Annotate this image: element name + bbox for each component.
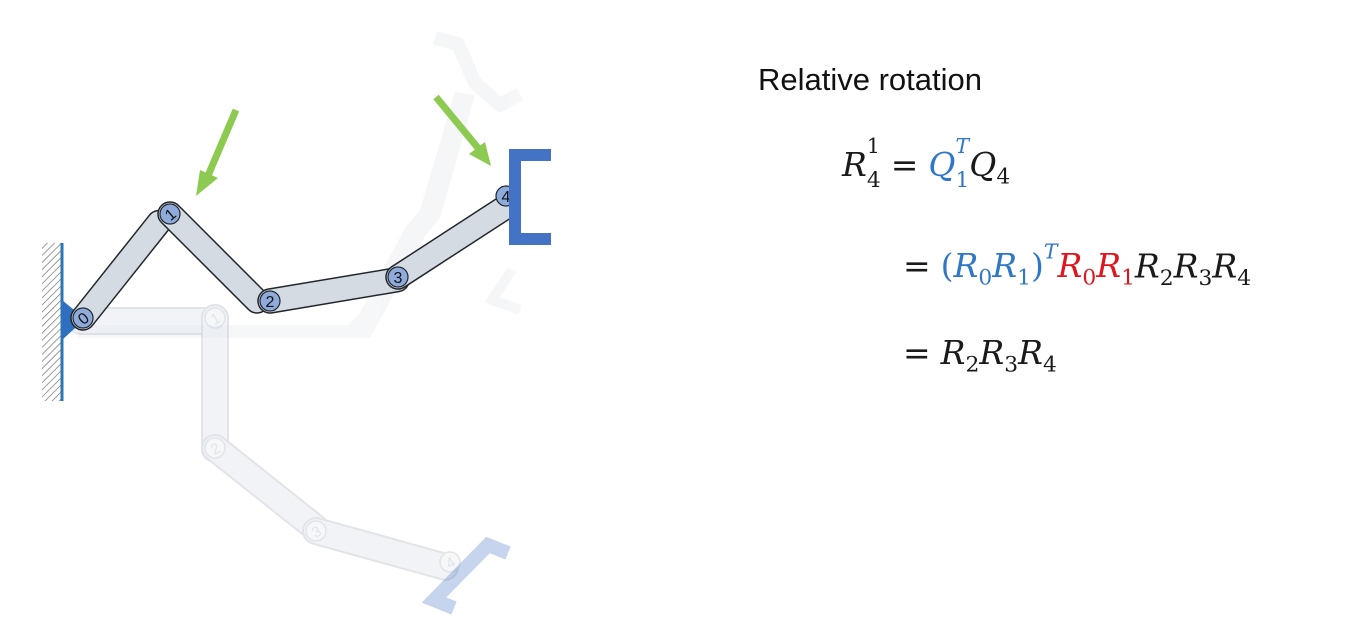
eq1-q1-sub: 1 xyxy=(955,167,970,193)
gripper xyxy=(509,149,551,245)
eq3-r4: R xyxy=(1018,333,1043,372)
eq1-q4-letter: Q xyxy=(969,145,997,184)
arm-links xyxy=(70,193,519,331)
eq2-r1: R xyxy=(992,246,1018,286)
ghost-gripper xyxy=(421,536,511,615)
eq2-transposed-group: (R0R1)T xyxy=(940,240,1058,291)
ghost-joint-2: 2 xyxy=(204,437,226,459)
ghost-upper-configuration xyxy=(78,31,524,338)
eq1-r: R xyxy=(842,145,867,184)
eq2-paren-open: ( xyxy=(940,246,954,286)
eq1-q4: Q4 xyxy=(969,145,1010,190)
eq1-q1: QT10 xyxy=(928,134,969,193)
eq3-r3: R xyxy=(979,333,1005,372)
eq2-r2-sub: 2 xyxy=(1159,266,1174,292)
eq2-r2: R xyxy=(1134,246,1160,286)
joint-3: 3 xyxy=(387,266,409,288)
eq1-q1-letter: Q xyxy=(928,145,956,184)
equation-line-1: R140=QT10Q4 xyxy=(842,134,1010,193)
equation-line-3: =R2R3R4 xyxy=(903,333,1057,378)
eq2-paren-close: ) xyxy=(1030,246,1044,286)
arrow-joint-4 xyxy=(433,94,491,166)
eq2-transpose-sup: T xyxy=(1043,240,1058,264)
equation-line-2: =(R0R1)TR0R1R2R3R4 xyxy=(903,240,1251,291)
eq2-red-group: R0R1 xyxy=(1057,246,1134,291)
eq2-r4-sub: 4 xyxy=(1237,266,1252,292)
eq2-r1b-sub: 1 xyxy=(1121,266,1135,292)
eq2-r1b: R xyxy=(1096,246,1122,286)
eq2-r4: R xyxy=(1212,246,1238,286)
eq3-r3-sub: 3 xyxy=(1004,352,1019,378)
eq1-equals: = xyxy=(890,145,919,184)
robot-arm-diagram: 1 2 3 4 xyxy=(42,31,551,615)
arrow-joint-1 xyxy=(196,108,240,196)
eq3-r2: R xyxy=(940,333,966,372)
joint-0: 0 xyxy=(72,307,94,329)
eq2-r0b: R xyxy=(1057,246,1083,286)
eq1-r-indices: 140 xyxy=(867,134,881,193)
eq2-r0-sub: 0 xyxy=(978,266,993,292)
eq2-r0b-sub: 0 xyxy=(1082,266,1097,292)
svg-text:3: 3 xyxy=(394,270,403,287)
eq2-r3: R xyxy=(1173,246,1199,286)
eq1-q4-sub: 4 xyxy=(996,164,1011,190)
eq1-r-sub: 4 xyxy=(866,167,881,193)
joint-1: 1 xyxy=(159,203,181,225)
eq2-r0: R xyxy=(953,246,979,286)
eq3-r2-sub: 2 xyxy=(965,352,980,378)
eq3-r4-sub: 4 xyxy=(1042,352,1057,378)
eq2-r3-sub: 3 xyxy=(1198,266,1213,292)
svg-text:2: 2 xyxy=(266,294,275,311)
eq3-equals: = xyxy=(903,333,931,372)
svg-text:4: 4 xyxy=(502,189,511,206)
eq1-q1-indices: T10 xyxy=(955,134,969,193)
ghost-joint-1: 1 xyxy=(204,307,226,329)
eq2-r1-sub: 1 xyxy=(1017,266,1031,292)
ghost-link-3 xyxy=(302,517,460,581)
ghost-joint-3: 3 xyxy=(305,520,327,542)
ghost-joint-4: 4 xyxy=(439,551,461,573)
joint-2: 2 xyxy=(259,290,281,312)
eq1-r-sup: 1 xyxy=(866,133,880,158)
wall-base xyxy=(42,243,85,401)
eq1-q1-sup: T xyxy=(955,133,970,158)
heading-relative-rotation: Relative rotation xyxy=(758,62,983,97)
eq2-equals: = xyxy=(903,246,931,286)
ghost-arm: 1 2 3 4 xyxy=(67,304,461,581)
